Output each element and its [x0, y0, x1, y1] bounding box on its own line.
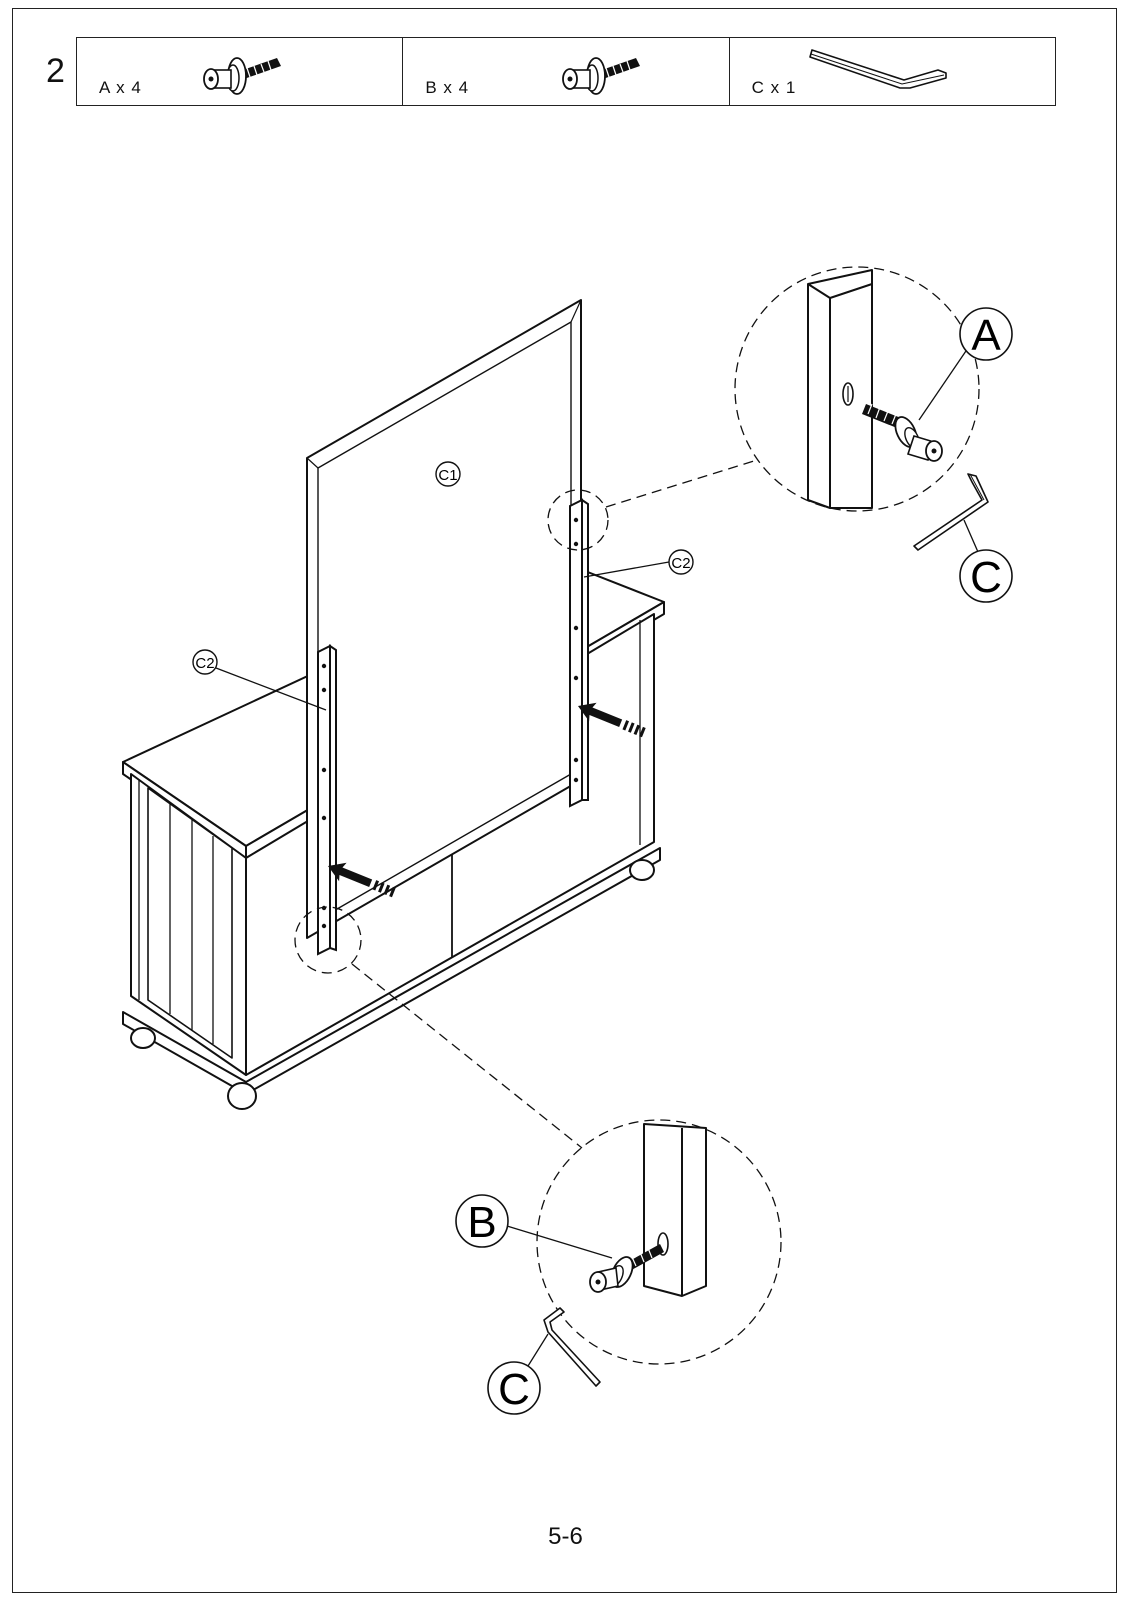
callout-c-bottom-label: C — [498, 1365, 530, 1414]
hex-key-icon — [914, 474, 988, 550]
page-number: 5-6 — [0, 1523, 1131, 1551]
detail-zoom-a — [548, 267, 979, 550]
knob-bolt-icon — [862, 404, 942, 461]
detail-a-post — [808, 270, 872, 508]
callout-b: B — [456, 1195, 612, 1258]
callout-c2-left-label: C2 — [195, 655, 214, 672]
mirror-support-right — [570, 500, 588, 806]
callout-c-top-label: C — [970, 553, 1002, 602]
callout-c-top: C — [960, 520, 1012, 602]
callout-c2-right: C2 — [584, 550, 693, 577]
callout-a: A — [919, 308, 1012, 420]
callout-c-bottom: C — [488, 1334, 548, 1414]
callout-c2-right-label: C2 — [671, 555, 690, 572]
callout-a-label: A — [971, 311, 1001, 360]
detail-b-post — [644, 1124, 706, 1296]
callout-c1: C1 — [436, 462, 460, 486]
callout-b-label: B — [467, 1198, 496, 1247]
hex-key-icon — [544, 1308, 600, 1386]
callout-c1-label: C1 — [438, 467, 457, 484]
